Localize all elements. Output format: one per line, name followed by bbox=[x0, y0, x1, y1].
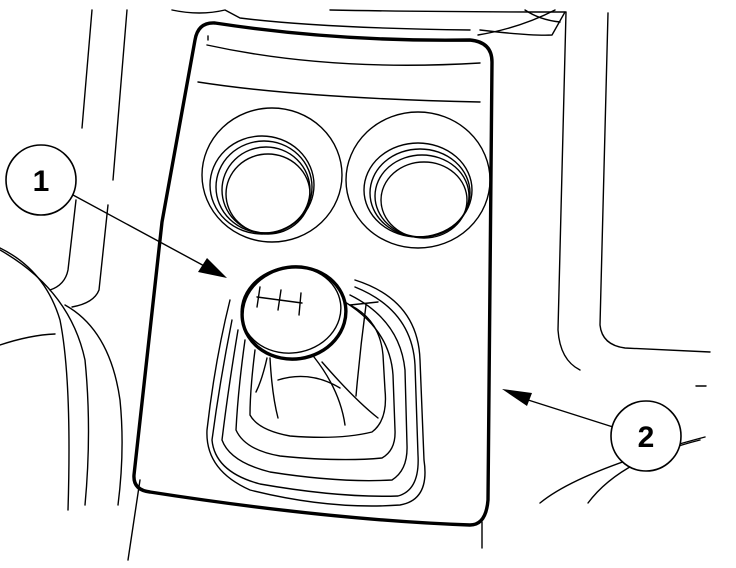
surrounding-trim bbox=[0, 9, 711, 561]
gear-shift-knob bbox=[240, 265, 348, 361]
cup-holder-left bbox=[201, 107, 343, 243]
console-panel bbox=[132, 21, 494, 527]
gear-gaiter bbox=[206, 279, 426, 507]
callout-2: 2 bbox=[502, 389, 682, 472]
callout-2-label: 2 bbox=[638, 421, 655, 454]
callout-1-label: 1 bbox=[33, 165, 50, 198]
callout-1: 1 bbox=[5, 144, 227, 278]
cup-holder-right bbox=[345, 111, 491, 249]
